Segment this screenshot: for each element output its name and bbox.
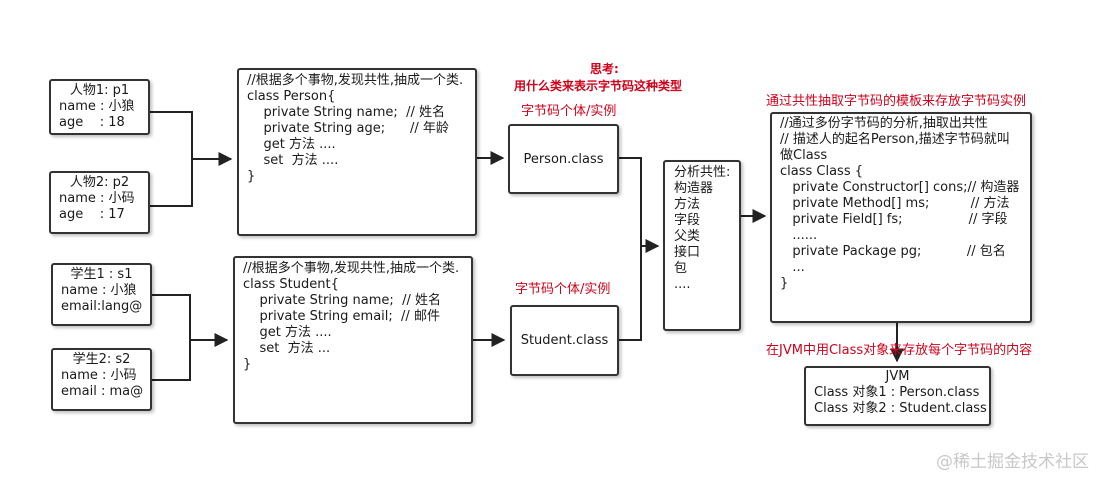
code-line: class Class {	[780, 164, 864, 179]
entity-field: name : 小狼	[59, 99, 135, 114]
code-line: ......	[780, 228, 818, 243]
person-bytecode: Person.class	[508, 124, 619, 194]
commonality-item: 方法	[674, 197, 701, 212]
jvm-title: JVM	[885, 369, 910, 384]
student-bytecode-label: Student.class	[520, 333, 609, 348]
commonality-item: 父类	[674, 229, 701, 244]
code-line: set 方法 ...	[243, 341, 331, 356]
commonality-item: 分析共性:	[674, 165, 731, 180]
entity-field: age : 18	[59, 115, 125, 130]
entity-field: name : 小码	[59, 191, 135, 206]
code-line: private String name; // 姓名	[243, 293, 441, 308]
template-note: 通过共性抽取字节码的模板来存放字节码实例	[766, 94, 1027, 109]
code-line: private Package pg; // 包名	[780, 244, 1006, 259]
commonality-item: 包	[674, 261, 688, 276]
code-line: }	[247, 169, 256, 184]
jvm-entry: Class 对象2 : Student.class	[814, 401, 987, 416]
code-line: // 描述人的起名Person,描述字节码就叫	[780, 132, 1010, 147]
entity-s1: 学生1 : s1 name : 小狼 email:lang@	[51, 263, 152, 326]
code-line: get 方法 ....	[243, 325, 332, 340]
person-bytecode-label: Person.class	[523, 151, 604, 167]
commonality-item: 接口	[674, 245, 701, 260]
student-bytecode: Student.class	[510, 305, 619, 376]
person-class-code: //根据多个事物,发现共性,抽成一个类. class Person{ priva…	[237, 68, 477, 236]
code-line: //通过多份字节码的分析,抽取出共性	[780, 116, 988, 131]
code-line: get 方法 ....	[247, 137, 336, 152]
code-line: class Student{	[243, 277, 339, 292]
entity-title: 学生1 : s1	[70, 267, 133, 282]
jvm-note: 在JVM中用Class对象来存放每个字节码的内容	[766, 343, 1033, 358]
bytecode-instance-label-bottom: 字节码个体/实例	[515, 282, 611, 297]
entity-field: email:lang@	[61, 299, 143, 314]
commonality-item: ....	[674, 277, 691, 292]
code-line: ...	[780, 260, 805, 275]
entity-p1: 人物1: p1 name : 小狼 age : 18	[49, 79, 150, 135]
code-line: }	[243, 357, 252, 372]
commonality-item: 字段	[674, 213, 701, 228]
code-line: private Constructor[] cons;// 构造器	[780, 180, 1020, 195]
entity-title: 人物2: p2	[69, 175, 130, 190]
code-line: //根据多个事物,发现共性,抽成一个类.	[247, 73, 464, 88]
commonality-item: 构造器	[674, 181, 714, 196]
code-line: private String age; // 年龄	[247, 121, 449, 136]
jvm-box: JVM Class 对象1 : Person.class Class 对象2 :…	[804, 366, 991, 426]
bytecode-instance-label-top: 字节码个体/实例	[521, 104, 617, 119]
code-line: private String name; // 姓名	[247, 105, 445, 120]
commonality-box: 分析共性: 构造器 方法 字段 父类 接口 包 ....	[663, 160, 741, 331]
code-line: 做Class	[780, 148, 828, 163]
watermark: @稀土掘金技术社区	[936, 452, 1089, 472]
code-line: private String email; // 邮件	[243, 309, 440, 324]
entity-title: 学生2: s2	[72, 352, 131, 367]
code-line: class Person{	[247, 89, 336, 104]
thinking-title: 思考:	[590, 62, 619, 76]
entity-s2: 学生2: s2 name : 小码 email : ma@	[51, 348, 152, 411]
entity-p2: 人物2: p2 name : 小码 age : 17	[49, 171, 150, 234]
entity-field: name : 小狼	[61, 283, 137, 298]
thinking-question: 用什么类来表示字节码这种类型	[514, 79, 683, 93]
code-line: private Method[] ms; // 方法	[780, 196, 1010, 211]
class-template-code: //通过多份字节码的分析,抽取出共性 // 描述人的起名Person,描述字节码…	[770, 112, 1032, 323]
student-class-code: //根据多个事物,发现共性,抽成一个类. class Student{ priv…	[233, 256, 473, 424]
entity-field: email : ma@	[61, 384, 144, 399]
entity-field: name : 小码	[61, 368, 137, 383]
code-line: private Field[] fs; // 字段	[780, 212, 1008, 227]
entity-field: age : 17	[59, 207, 125, 222]
code-line: set 方法 ....	[247, 153, 339, 168]
entity-title: 人物1: p1	[69, 83, 130, 98]
code-line: }	[780, 276, 789, 291]
jvm-entry: Class 对象1 : Person.class	[814, 385, 980, 400]
code-line: //根据多个事物,发现共性,抽成一个类.	[243, 261, 460, 276]
